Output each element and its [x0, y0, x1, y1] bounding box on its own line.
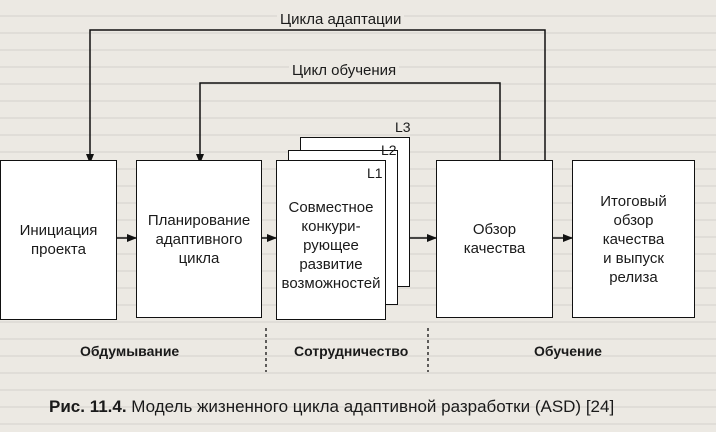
adaptation-cycle-loop	[86, 29, 546, 233]
initiation-box: Инициация проекта	[0, 160, 117, 320]
phase-speculate: Обдумывание	[80, 343, 180, 359]
development-box-l1: Совместное конкури- рующее развитие возм…	[276, 160, 386, 320]
learning-cycle-label: Цикл обучения	[289, 62, 400, 80]
phase-learn: Обучение	[534, 343, 602, 359]
adaptation-cycle-label: Цикла адаптации	[277, 11, 405, 29]
figure-number: Рис. 11.4.	[49, 397, 127, 416]
figure-caption: Рис. 11.4. Модель жизненного цикла адапт…	[49, 396, 614, 418]
review-box: Обзор качества	[436, 160, 553, 318]
phase-collaborate: Сотрудничество	[294, 343, 409, 359]
stack-label-l1: L1	[367, 165, 383, 181]
stack-label-l3: L3	[395, 119, 411, 135]
stack-label-l2: L2	[381, 142, 397, 158]
final-review-box: Итоговый обзор качества и выпуск релиза	[572, 160, 695, 318]
planning-box: Планирование адаптивного цикла	[136, 160, 262, 318]
figure-caption-text: Модель жизненного цикла адаптивной разра…	[126, 397, 615, 416]
learning-cycle-loop	[196, 82, 501, 233]
